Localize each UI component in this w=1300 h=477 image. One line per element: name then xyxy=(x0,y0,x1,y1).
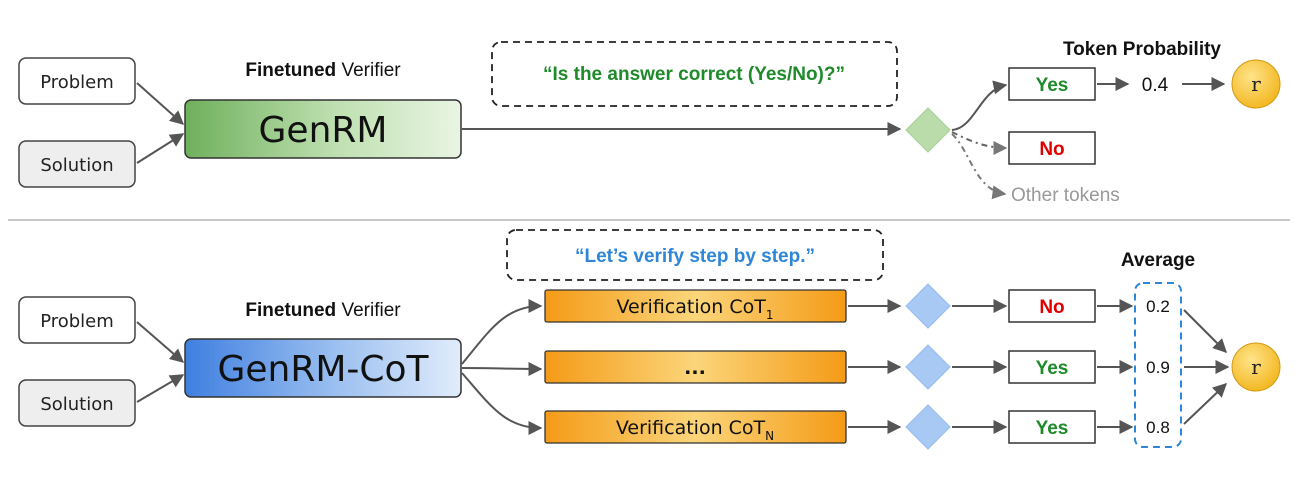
arrow-score-1-to-reward xyxy=(1183,309,1227,353)
problem-label-cot: Problem xyxy=(40,311,114,332)
answer-label-2: Yes xyxy=(1036,358,1069,379)
no-label: No xyxy=(1039,139,1064,160)
cot-box-2 xyxy=(544,350,847,384)
genrm-cot-box xyxy=(184,338,462,398)
cot-prompt-text: “Let’s verify step by step.” xyxy=(575,246,815,267)
arrow-to-cot-2 xyxy=(461,361,543,376)
average-title: Average xyxy=(1121,250,1195,271)
score-3: 0.8 xyxy=(1146,418,1170,437)
verifier-caption: Finetuned Verifier xyxy=(245,60,401,81)
other-tokens-label: Other tokens xyxy=(1011,185,1120,206)
reward-circle xyxy=(1231,59,1281,109)
answer-box-2 xyxy=(1008,350,1096,384)
prompt-text: “Is the answer correct (Yes/No)?” xyxy=(543,64,845,85)
answer-label-3: Yes xyxy=(1036,418,1069,439)
bottom-panel: Problem Solution Finetuned Verifier GenR… xyxy=(18,229,1281,450)
probability-value: 0.4 xyxy=(1142,75,1169,96)
answer-box-1 xyxy=(1008,289,1096,323)
genrm-label: GenRM xyxy=(259,110,388,151)
cot-box-3 xyxy=(544,410,847,444)
answer-label-1: No xyxy=(1039,297,1064,318)
answer-box-3 xyxy=(1008,410,1096,444)
yes-label: Yes xyxy=(1036,75,1069,96)
cot-label-1: Verification CoT1 xyxy=(617,296,774,322)
score-2: 0.9 xyxy=(1146,358,1170,377)
no-box xyxy=(1008,131,1096,165)
cot-prompt-box xyxy=(506,229,884,281)
solution-box xyxy=(18,140,136,188)
cot-diamond-3 xyxy=(905,404,951,450)
arrow-problem-to-genrm xyxy=(136,82,185,125)
cot-diamond-1 xyxy=(905,283,951,329)
reward-label-cot: r xyxy=(1251,355,1261,379)
reward-circle-cot xyxy=(1231,342,1281,392)
solution-label: Solution xyxy=(40,155,113,176)
yes-box xyxy=(1008,67,1096,101)
arrow-problem-to-genrm-cot xyxy=(136,321,185,363)
arrow-solution-to-genrm-cot xyxy=(136,374,185,403)
arrow-to-cot-n xyxy=(461,372,543,435)
arrow-score-3-to-reward xyxy=(1183,383,1228,425)
verifier-caption-cot: Finetuned Verifier xyxy=(245,300,401,321)
cot-box-1 xyxy=(544,289,847,323)
arrow-to-cot-1 xyxy=(461,299,543,365)
top-panel: Problem Solution Finetuned Verifier GenR… xyxy=(18,39,1281,206)
decision-diamond xyxy=(905,107,951,153)
problem-box-cot xyxy=(18,296,136,344)
token-probability-title: Token Probability xyxy=(1063,39,1221,60)
score-1: 0.2 xyxy=(1146,297,1170,316)
solution-box-cot xyxy=(18,379,136,427)
solution-label-cot: Solution xyxy=(40,394,113,415)
genrm-box xyxy=(184,99,462,159)
arrow-solution-to-genrm xyxy=(136,133,185,164)
genrm-cot-label: GenRM-CoT xyxy=(217,349,429,390)
prompt-box xyxy=(491,41,898,107)
cot-label-2: ... xyxy=(684,357,706,379)
problem-box xyxy=(18,57,136,105)
cot-label-3: Verification CoTN xyxy=(616,417,774,443)
average-box xyxy=(1134,282,1182,448)
problem-label: Problem xyxy=(40,72,114,93)
arrow-to-yes xyxy=(951,80,1008,131)
arrow-to-other-tokens xyxy=(951,133,1007,200)
cot-diamond-2 xyxy=(905,344,951,390)
reward-label: r xyxy=(1251,72,1261,96)
arrow-to-no xyxy=(951,131,1008,155)
